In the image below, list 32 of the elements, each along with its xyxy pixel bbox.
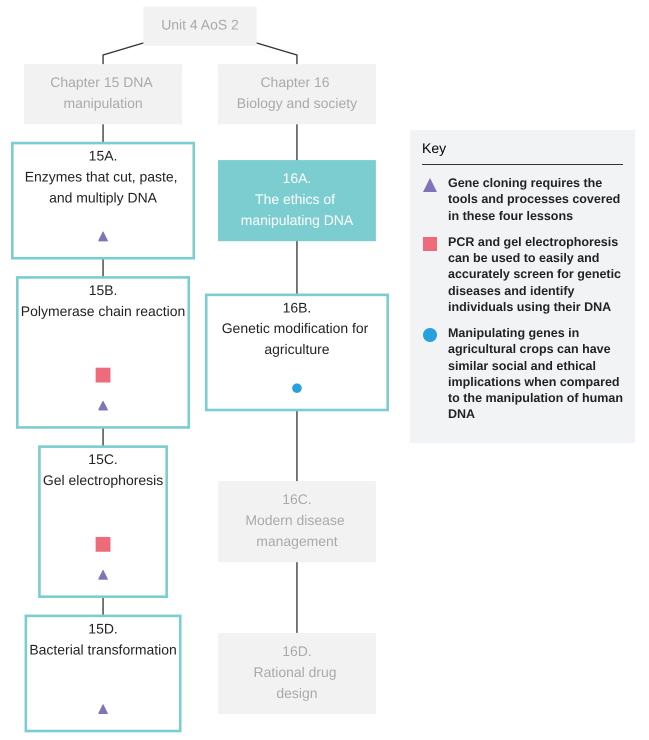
triangle-icon — [98, 232, 108, 242]
connector-line — [102, 427, 104, 447]
square-icon — [96, 368, 110, 383]
connector-line — [102, 42, 144, 65]
lesson-box: 15B. Polymerase chain reaction — [16, 276, 190, 429]
triangle-icon — [98, 704, 108, 714]
key-heading: Key — [422, 140, 623, 165]
connector-line — [256, 42, 298, 65]
lesson-box: 16B. Genetic modification for agriculture — [204, 294, 389, 412]
square-icon — [96, 536, 110, 552]
topic-box: Unit 4 AoS 2 — [143, 6, 257, 46]
connector-line — [296, 562, 298, 634]
topic-box: 16D. Rational drug design — [218, 632, 376, 714]
lesson-box: 16A. The ethics of manipulating DNA — [218, 160, 376, 242]
legend-text: Gene cloning requires the tools and processes covered in these four lessons — [448, 175, 622, 224]
connector-line — [296, 124, 298, 160]
topic-box: Chapter 16 Biology and society — [218, 64, 376, 124]
lesson-box: 15D. Bacterial transformation — [24, 614, 182, 732]
triangle-icon — [98, 400, 108, 410]
connector-line — [102, 596, 104, 616]
connector-line — [102, 258, 104, 278]
triangle-icon — [98, 570, 108, 580]
circle-icon — [292, 383, 302, 393]
legend-text: Manipulating genes in agricultural crops can have similar social and ethical implications when compared to the manipulation of human DNA — [448, 325, 623, 422]
lesson-box: 15C. Gel electrophoresis — [38, 445, 168, 598]
connector-line — [296, 240, 298, 295]
connector-line — [102, 124, 104, 144]
connector-line — [296, 410, 298, 482]
topic-box: Chapter 15 DNA manipulation — [24, 64, 182, 124]
legend-text: PCR and gel electrophoresis can be used to easily and accurately screen for genetic diseases and identify individuals using their DNA — [448, 234, 622, 315]
topic-box: 16C. Modern disease management — [218, 481, 376, 562]
lesson-box: 15A. Enzymes that cut, paste, and multiply DNA — [11, 142, 196, 260]
